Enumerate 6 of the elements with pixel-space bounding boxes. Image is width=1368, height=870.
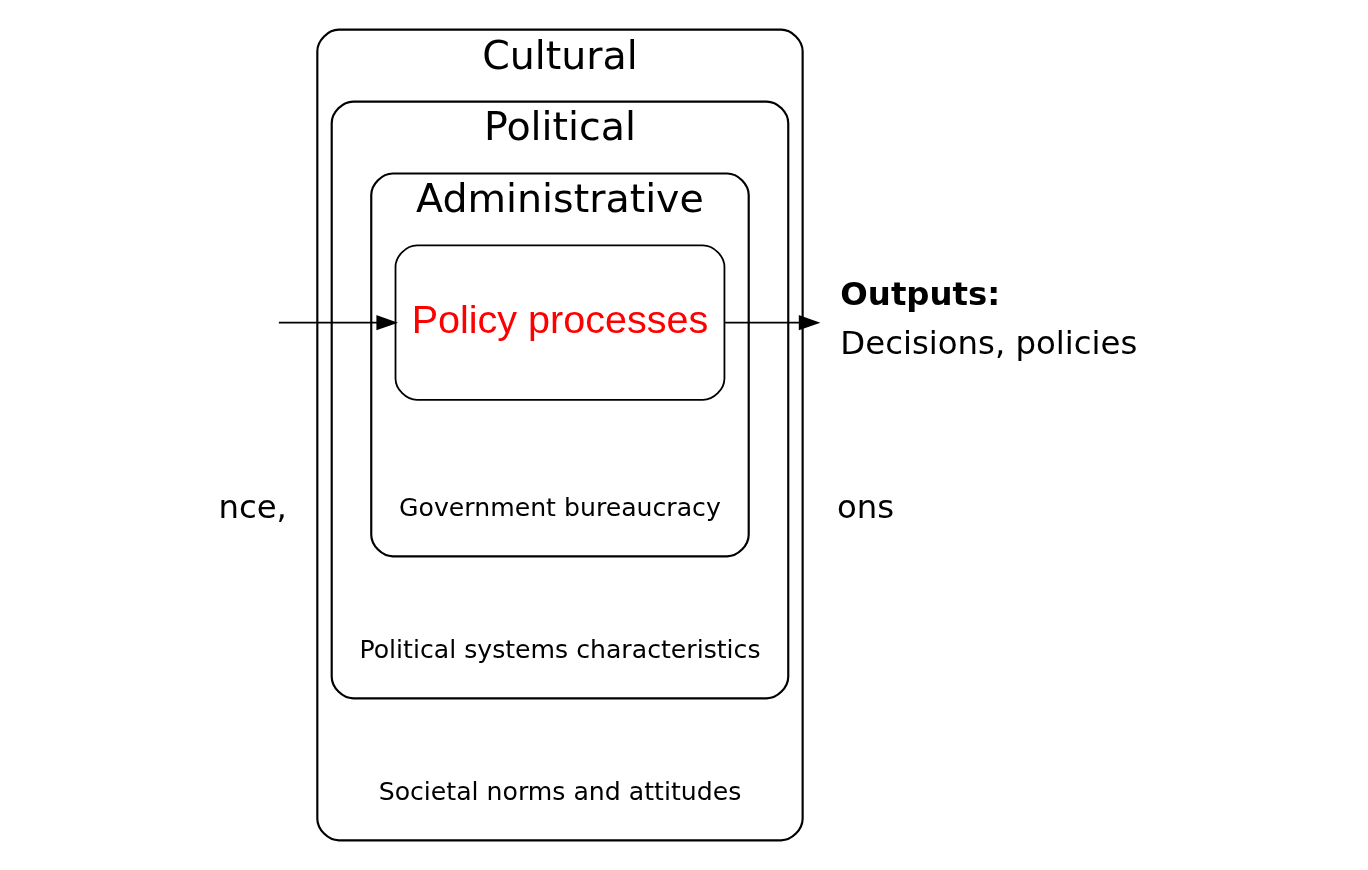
arrow	[278, 315, 398, 331]
label: nce,	[218, 487, 287, 526]
arrow	[724, 315, 821, 331]
node-box: Policy processes	[394, 244, 726, 401]
label: ons	[836, 487, 895, 526]
node-text: Outputs: Decisions, policies	[840, 275, 1138, 362]
